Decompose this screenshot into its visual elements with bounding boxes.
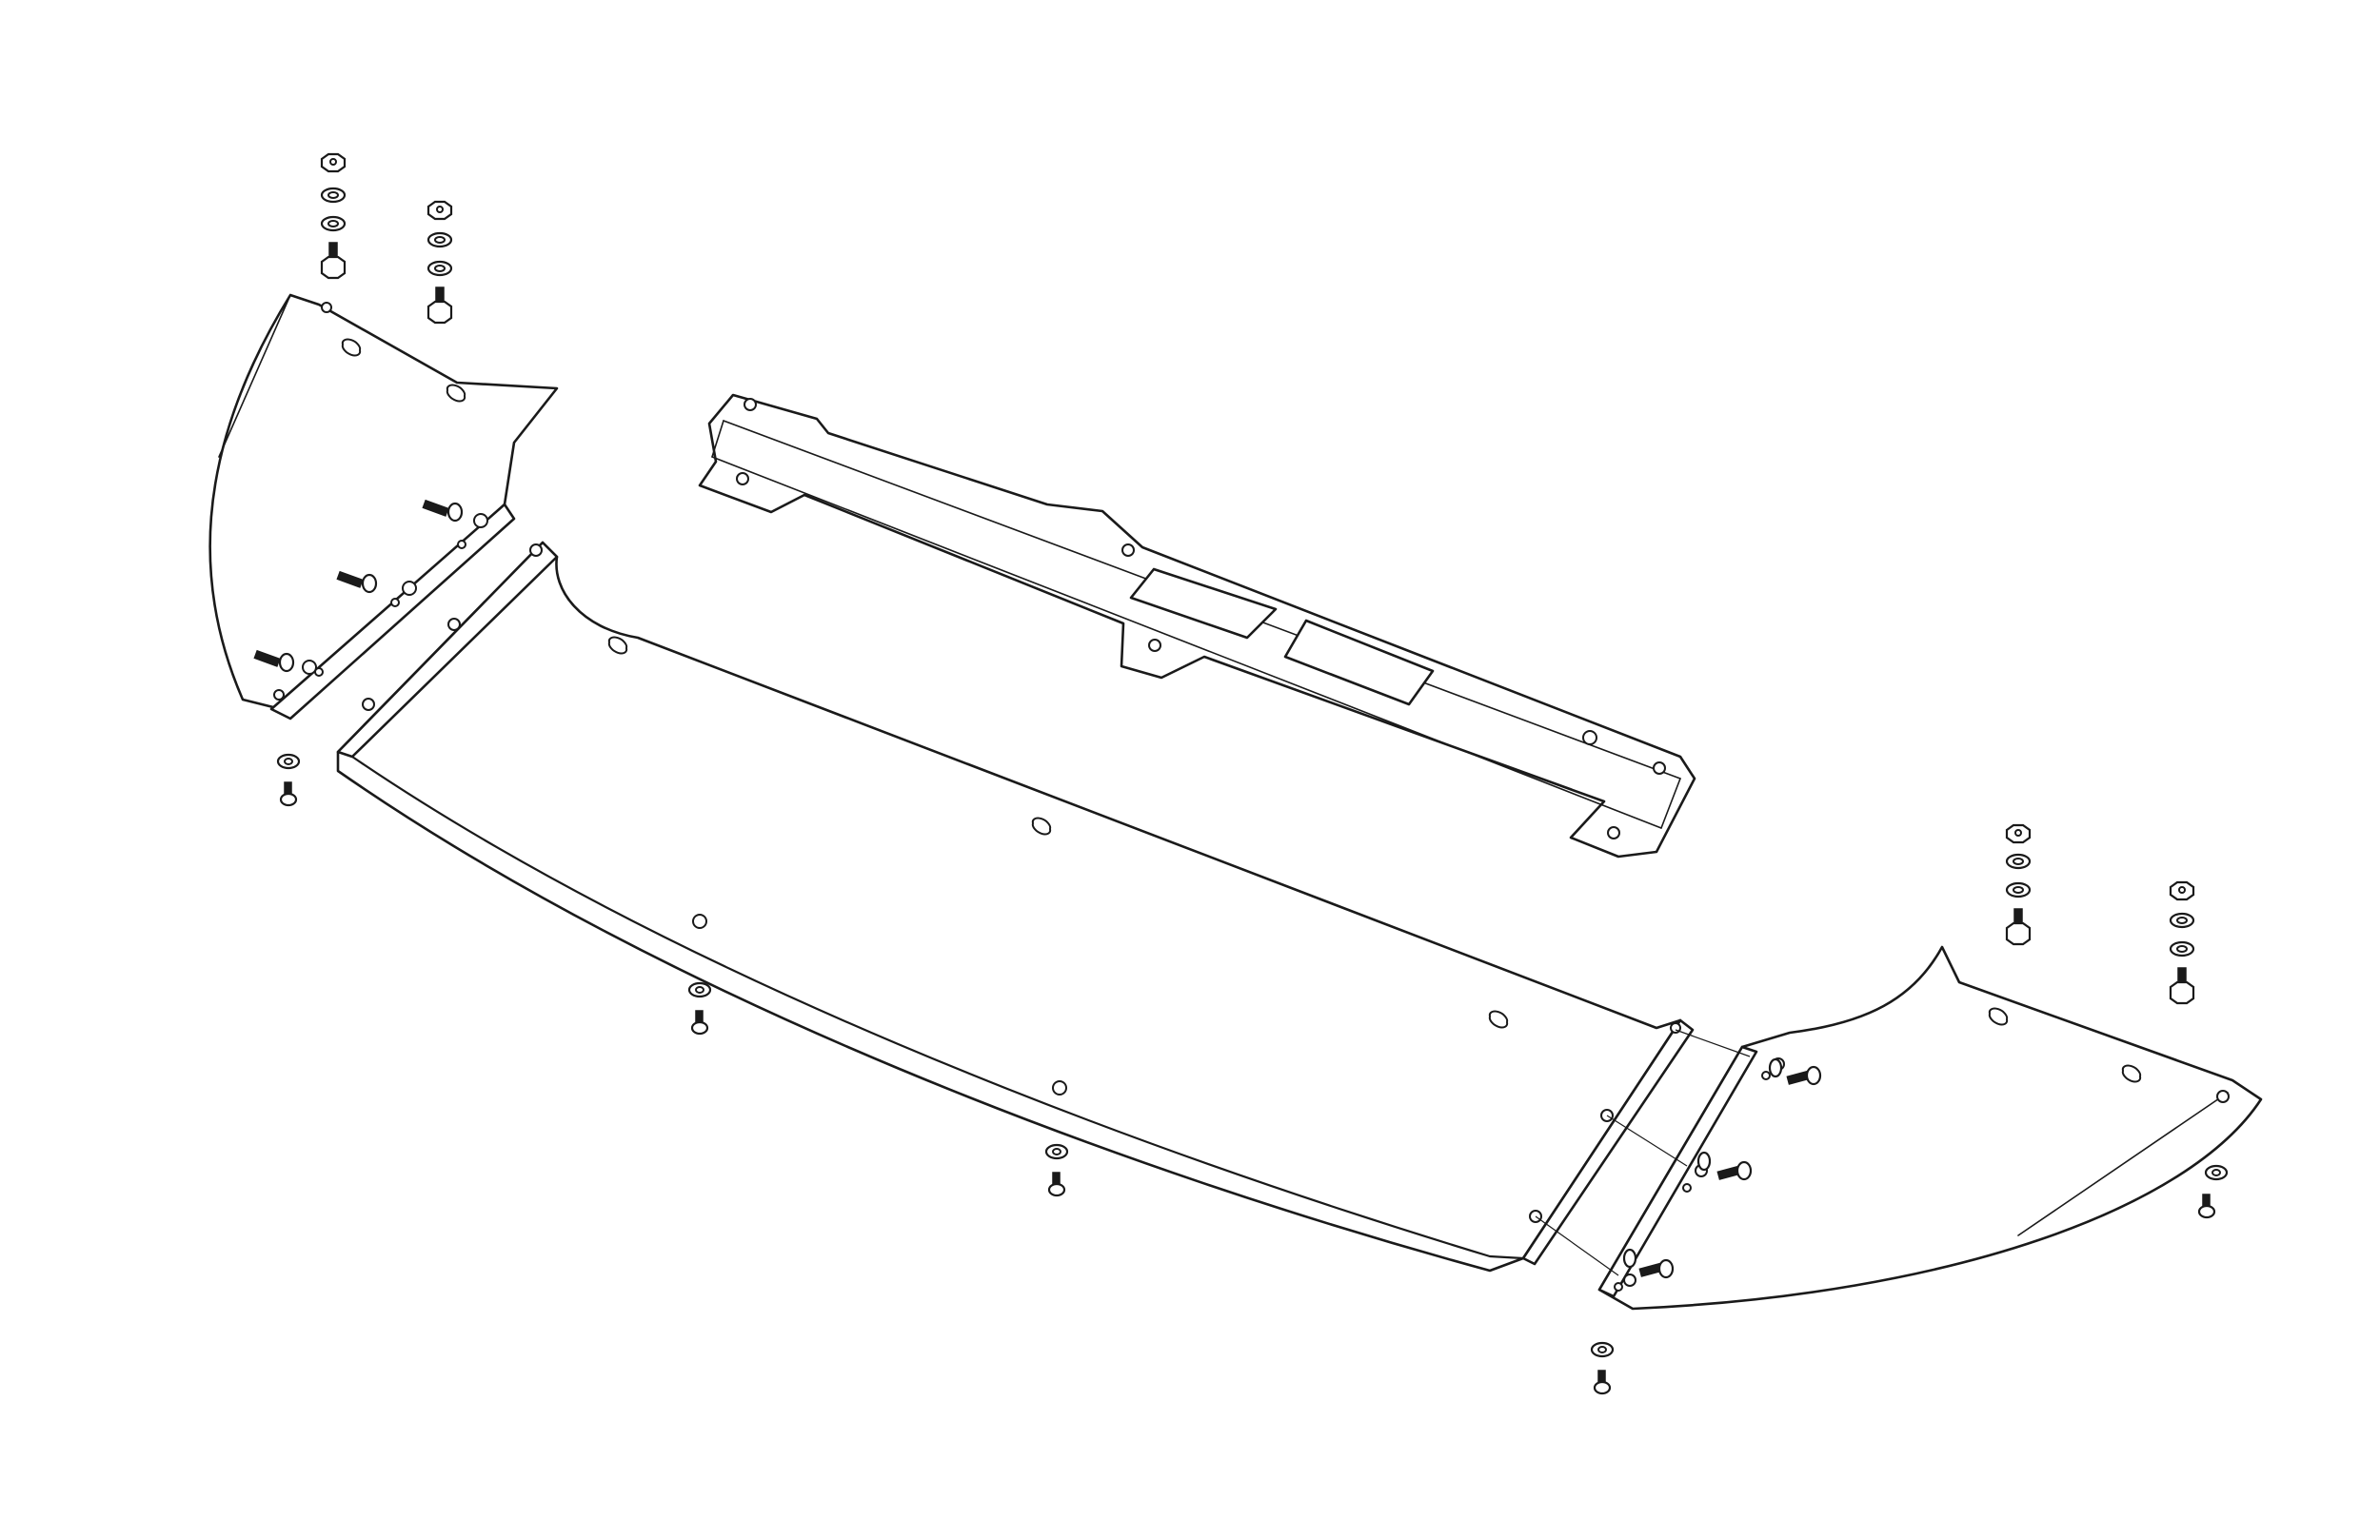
washer-icon (1590, 1341, 1615, 1358)
bolt-icon (336, 570, 378, 594)
washer-icon (1696, 1151, 1712, 1172)
stud-icon (2005, 908, 2032, 946)
washer-icon (2005, 853, 2032, 870)
alignment-guides (1535, 1029, 1751, 1276)
bolt-icon (1593, 1370, 1612, 1395)
washer-icon (320, 215, 347, 232)
nut-icon (426, 200, 453, 221)
bolt-icon (1047, 1172, 1066, 1197)
washer-icon (426, 231, 453, 248)
washer-icon (1044, 1143, 1069, 1160)
bolt-icon (2197, 1194, 2216, 1219)
bottom-bolt-far-right (2197, 1164, 2229, 1219)
right-side-plate (1597, 945, 2263, 1311)
washer-icon (2005, 881, 2032, 898)
washer-icon (276, 753, 301, 770)
washer-icon (687, 981, 712, 998)
washer-icon (2204, 1164, 2229, 1181)
bolt-icon (1716, 1160, 1753, 1181)
stud-icon (2169, 967, 2195, 1005)
bottom-bolt-center-b (1044, 1143, 1069, 1197)
nut-icon (2005, 823, 2032, 844)
fastener-stack-right-a (2005, 823, 2032, 946)
bottom-bolt-center-a (687, 981, 712, 1036)
stud-icon (320, 242, 347, 280)
bolt-icon (690, 1010, 709, 1036)
washer-icon (320, 187, 347, 204)
washer-icon (2169, 912, 2195, 929)
fastener-stack-left-a (320, 152, 347, 280)
nut-icon (2169, 880, 2195, 901)
bottom-bolt-right (1590, 1341, 1615, 1395)
bolt-icon (422, 499, 464, 523)
bolt-icon (253, 649, 295, 673)
bolt-icon (279, 781, 298, 807)
fastener-stack-right-b (2169, 880, 2195, 1005)
nut-icon (320, 152, 347, 173)
stud-icon (426, 286, 453, 325)
mounting-rail (698, 393, 1696, 859)
bottom-bolt-left (276, 753, 301, 807)
side-bolts-left (253, 499, 464, 673)
washer-icon (1768, 1057, 1783, 1078)
center-diffuser-panel (336, 541, 1695, 1273)
side-bolts-right (1622, 1057, 1822, 1279)
bolt-icon (1786, 1065, 1822, 1086)
left-side-plate (208, 293, 559, 721)
washer-icon (1622, 1248, 1637, 1269)
washer-icon (2169, 940, 2195, 958)
washer-icon (426, 260, 453, 277)
fastener-stack-left-b (426, 200, 453, 325)
bolt-icon (1638, 1258, 1675, 1279)
